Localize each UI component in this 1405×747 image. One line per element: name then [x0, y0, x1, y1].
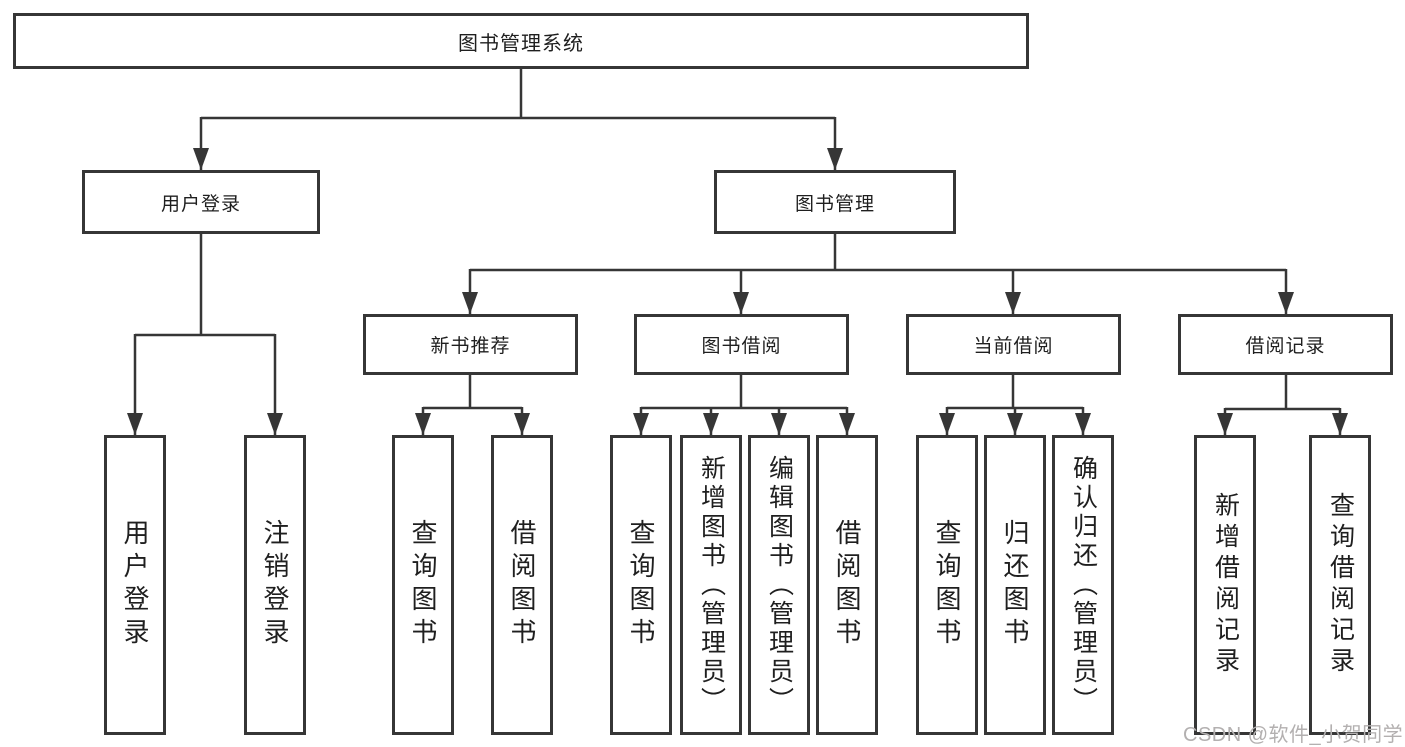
node-label: 注销登录: [260, 519, 290, 651]
node-label: 查询图书: [932, 519, 962, 651]
node-borrowing-records: 借阅记录: [1178, 314, 1393, 375]
leaf-add-borrow-record: 新增借阅记录: [1194, 435, 1256, 735]
node-label: 图书管理系统: [458, 32, 584, 55]
leaf-recommend-borrow-books: 借阅图书: [491, 435, 553, 735]
node-label: 确认归还（管理员）: [1069, 454, 1098, 716]
leaf-recommend-query-books: 查询图书: [392, 435, 454, 735]
leaf-return-books: 归还图书: [984, 435, 1046, 735]
node-new-book-recommend: 新书推荐: [363, 314, 578, 375]
node-label: 用户登录: [160, 193, 241, 215]
node-label: 查询图书: [626, 519, 656, 651]
node-label: 查询图书: [408, 519, 438, 651]
node-book-borrowing: 图书借阅: [634, 314, 849, 375]
leaf-borrowing-query-books: 查询图书: [610, 435, 672, 735]
leaf-query-borrow-record: 查询借阅记录: [1309, 435, 1371, 735]
leaf-confirm-return-admin: 确认归还（管理员）: [1052, 435, 1114, 735]
node-label: 图书借阅: [701, 336, 782, 357]
node-label: 编辑图书（管理员）: [765, 454, 794, 716]
node-label: 图书管理: [794, 193, 875, 215]
csdn-watermark: CSDN @软件_小贺同学: [1183, 724, 1404, 746]
node-label: 用户登录: [120, 519, 150, 651]
leaf-borrowing-borrow-books: 借阅图书: [816, 435, 878, 735]
leaf-user-login: 用户登录: [104, 435, 166, 735]
leaf-logout: 注销登录: [244, 435, 306, 735]
node-library-management-system: 图书管理系统: [13, 13, 1029, 69]
node-label: 借阅记录: [1245, 336, 1326, 357]
node-label: 新增借阅记录: [1211, 492, 1240, 678]
node-label: 当前借阅: [973, 336, 1054, 357]
node-label: 借阅图书: [832, 519, 862, 651]
leaf-current-query-books: 查询图书: [916, 435, 978, 735]
leaf-edit-book-admin: 编辑图书（管理员）: [748, 435, 810, 735]
node-label: 借阅图书: [507, 519, 537, 651]
node-label: 归还图书: [1000, 519, 1030, 651]
node-label: 查询借阅记录: [1326, 492, 1355, 678]
node-label: 新增图书（管理员）: [697, 454, 726, 716]
node-label: 新书推荐: [430, 336, 511, 357]
node-current-borrowing: 当前借阅: [906, 314, 1121, 375]
leaf-add-book-admin: 新增图书（管理员）: [680, 435, 742, 735]
node-user-login: 用户登录: [82, 170, 320, 234]
node-book-management: 图书管理: [714, 170, 956, 234]
